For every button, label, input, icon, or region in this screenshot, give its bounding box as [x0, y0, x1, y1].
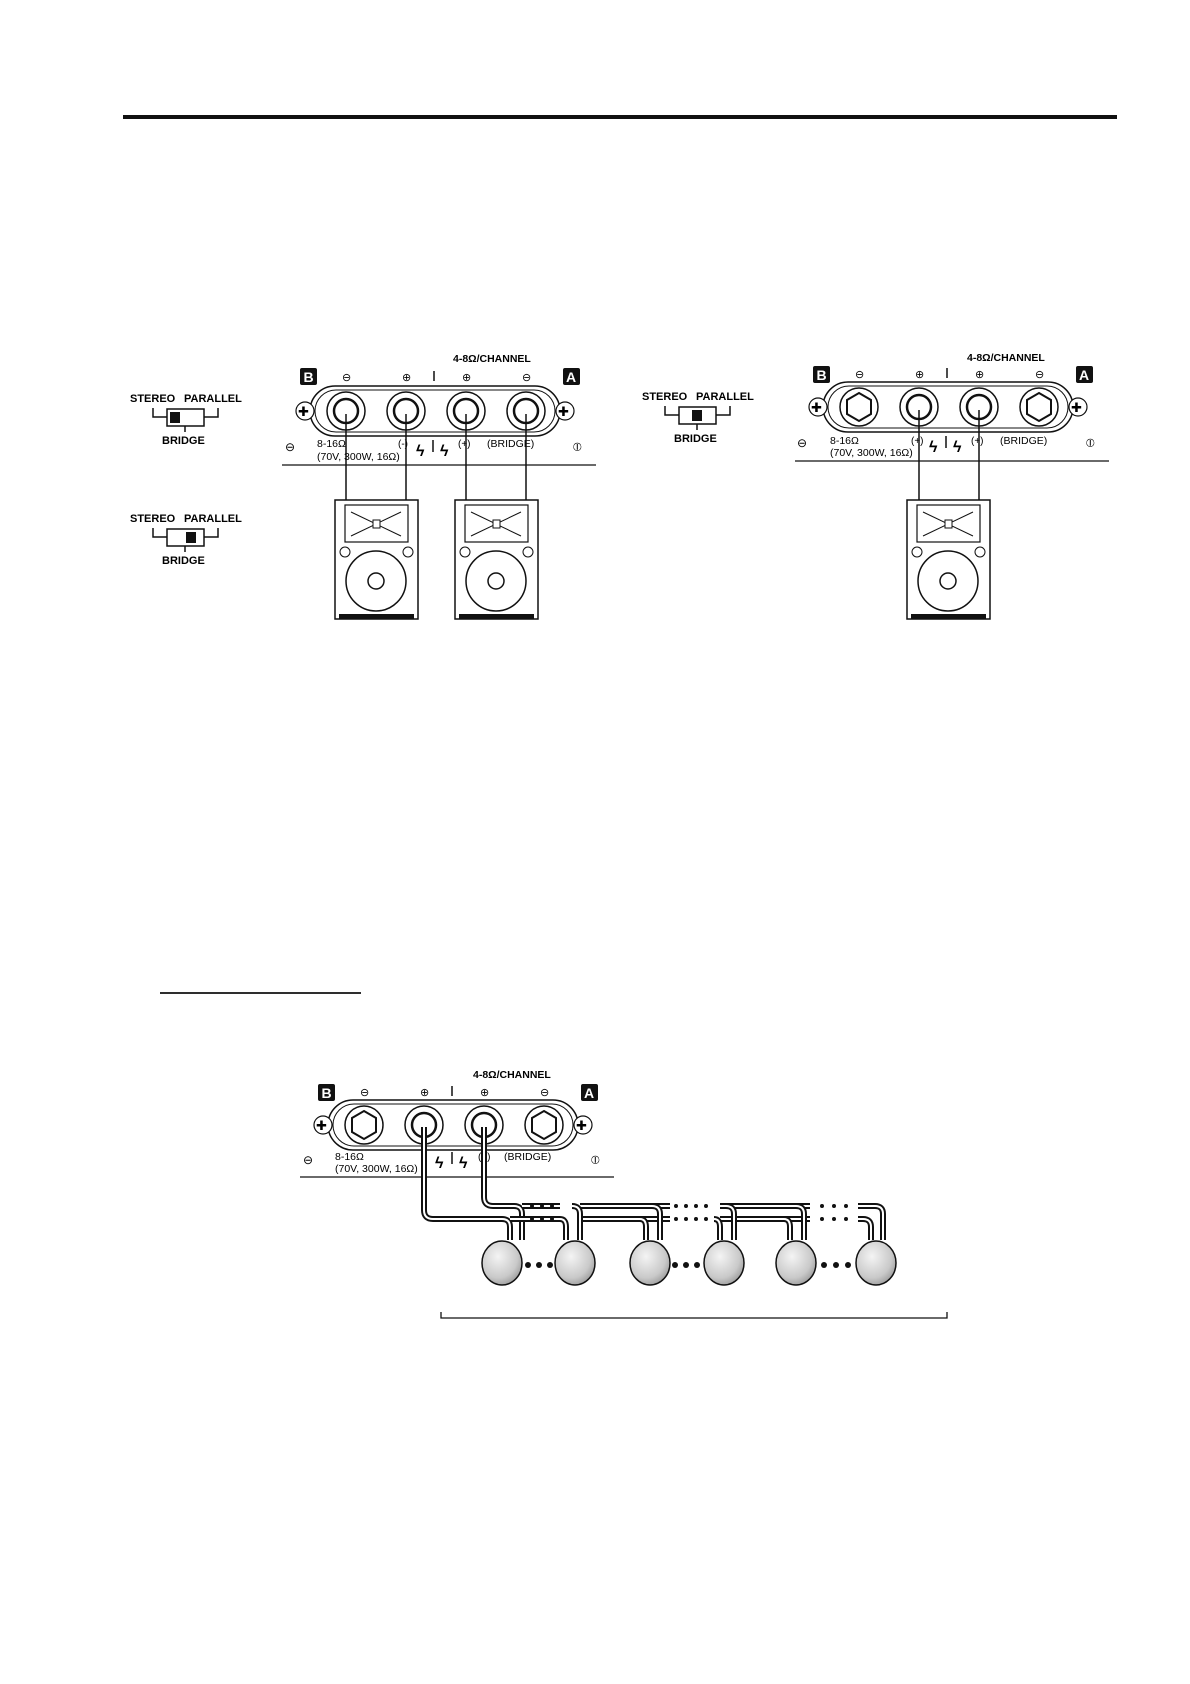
jack-4 — [1019, 387, 1059, 427]
svg-text:⊖: ⊖ — [342, 372, 351, 384]
mode-switch-stereo: STEREO PARALLEL BRIDGE — [130, 393, 242, 447]
svg-text:✚: ✚ — [316, 1118, 327, 1133]
bridge-label: (BRIDGE) — [487, 438, 534, 450]
switch-label-stereo: STEREO — [130, 513, 176, 525]
label-b: B — [322, 1085, 332, 1101]
jack-4 — [524, 1105, 564, 1145]
bridge-label: (BRIDGE) — [1000, 435, 1047, 447]
channel-label: 4-8Ω/CHANNEL — [473, 1069, 551, 1081]
impedance-line-2: (70V, 300W, 16Ω) — [317, 451, 400, 463]
speaker-cables — [918, 410, 980, 500]
svg-text:ϟ: ϟ — [440, 443, 449, 460]
svg-text:ϟ: ϟ — [435, 1155, 444, 1172]
plus-mark: (+) — [458, 439, 471, 450]
jack-2 — [386, 391, 426, 431]
switch-label-parallel: PARALLEL — [184, 393, 242, 405]
ceiling-speaker — [554, 1240, 596, 1286]
svg-text:ϟ: ϟ — [459, 1155, 468, 1172]
svg-text:ϟ: ϟ — [416, 443, 425, 460]
label-b: B — [304, 369, 314, 385]
switch-label-parallel: PARALLEL — [696, 391, 754, 403]
svg-text:⦶: ⦶ — [573, 440, 582, 454]
plus-mark: (+) — [911, 436, 924, 447]
label-b: B — [817, 367, 827, 383]
ceiling-speaker — [481, 1240, 523, 1286]
ceiling-speaker — [703, 1240, 745, 1286]
rail-continuation-dots — [530, 1204, 848, 1221]
switch-label-stereo: STEREO — [130, 393, 176, 405]
svg-text:⊕: ⊕ — [402, 372, 411, 384]
svg-text:⦶: ⦶ — [591, 1153, 600, 1167]
svg-text:⊖: ⊖ — [360, 1087, 369, 1099]
svg-text:✚: ✚ — [298, 404, 309, 419]
channel-label: 4-8Ω/CHANNEL — [967, 352, 1045, 364]
impedance-line-2: (70V, 300W, 16Ω) — [830, 447, 913, 459]
jack-3 — [959, 387, 999, 427]
jack-1 — [326, 391, 366, 431]
speaker-cabinet-bridged — [906, 499, 991, 620]
svg-text:✚: ✚ — [558, 404, 569, 419]
channel-label: 4-8Ω/CHANNEL — [453, 353, 531, 365]
speaker-cables — [345, 414, 527, 500]
amp-terminal-panel: 4-8Ω/CHANNEL B A ⊖ ⊕ ⊕ ⊖ ✚ ✚ ⊖ 8-16Ω (70… — [795, 352, 1109, 462]
speaker-cabinet-b — [334, 499, 419, 620]
jack-3 — [446, 391, 486, 431]
svg-text:⊖: ⊖ — [540, 1087, 549, 1099]
jack-1 — [344, 1105, 384, 1145]
jack-4 — [506, 391, 546, 431]
ceiling-speakers — [481, 1240, 897, 1286]
switch-label-bridge: BRIDGE — [674, 433, 717, 445]
plus-mark: (+) — [971, 436, 984, 447]
svg-text:⊕: ⊕ — [462, 372, 471, 384]
ceiling-speaker — [855, 1240, 897, 1286]
svg-text:ϟ: ϟ — [953, 439, 962, 456]
jack-2 — [404, 1105, 444, 1145]
amp-terminal-panel: 4-8Ω/CHANNEL B A ⊖ ⊕ ⊕ ⊖ ✚ ✚ ⊖ 8-16Ω (70… — [300, 1069, 614, 1178]
impedance-line-2: (70V, 300W, 16Ω) — [335, 1163, 418, 1175]
label-a: A — [566, 369, 576, 385]
jack-3 — [464, 1105, 504, 1145]
label-a: A — [584, 1085, 594, 1101]
label-a: A — [1079, 367, 1089, 383]
svg-text:⊕: ⊕ — [915, 369, 924, 381]
svg-text:✚: ✚ — [576, 1118, 587, 1133]
mode-switch-bridge: STEREO PARALLEL BRIDGE — [642, 391, 754, 445]
svg-text:✚: ✚ — [1071, 400, 1082, 415]
svg-text:⦶: ⦶ — [1086, 436, 1095, 450]
svg-text:⊕: ⊕ — [420, 1087, 429, 1099]
bridge-label: (BRIDGE) — [504, 1151, 551, 1163]
figure-70v-line: 4-8Ω/CHANNEL B A ⊖ ⊕ ⊕ ⊖ ✚ ✚ ⊖ 8-16Ω (70… — [300, 1069, 948, 1319]
svg-text:⊖: ⊖ — [1035, 369, 1044, 381]
impedance-line-1: 8-16Ω — [317, 438, 346, 450]
ceiling-speaker — [629, 1240, 671, 1286]
amp-terminal-panel: 4-8Ω/CHANNEL B A ⊖ ⊕ ⊕ ⊖ ✚ ✚ ⊖ 8-16Ω (70… — [282, 353, 596, 466]
svg-text:ϟ: ϟ — [929, 439, 938, 456]
switch-label-stereo: STEREO — [642, 391, 688, 403]
switch-label-bridge: BRIDGE — [162, 555, 205, 567]
figure-parallel: STEREO PARALLEL BRIDGE STEREO PARALLEL B… — [130, 353, 596, 620]
svg-text:⊕: ⊕ — [480, 1087, 489, 1099]
svg-text:✚: ✚ — [811, 400, 822, 415]
svg-text:⊕: ⊕ — [975, 369, 984, 381]
impedance-line-1: 8-16Ω — [335, 1151, 364, 1163]
switch-label-bridge: BRIDGE — [162, 435, 205, 447]
svg-text:⊖: ⊖ — [522, 372, 531, 384]
figure-bridge: STEREO PARALLEL BRIDGE 4-8Ω/CHANNEL B A … — [642, 352, 1109, 620]
svg-text:⊖: ⊖ — [303, 1153, 313, 1167]
speaker-cabinet-a — [454, 499, 539, 620]
mode-switch-parallel: STEREO PARALLEL BRIDGE — [130, 513, 242, 567]
svg-text:⊖: ⊖ — [855, 369, 864, 381]
impedance-line-1: 8-16Ω — [830, 435, 859, 447]
jack-2 — [899, 387, 939, 427]
ceiling-speaker — [775, 1240, 817, 1286]
jack-1 — [839, 387, 879, 427]
more-speakers-dots — [525, 1262, 851, 1268]
svg-text:⊖: ⊖ — [285, 440, 295, 454]
svg-text:⊖: ⊖ — [797, 436, 807, 450]
minus-mark: (-) — [398, 439, 408, 450]
switch-label-parallel: PARALLEL — [184, 513, 242, 525]
speaker-group-bracket — [440, 1312, 948, 1319]
